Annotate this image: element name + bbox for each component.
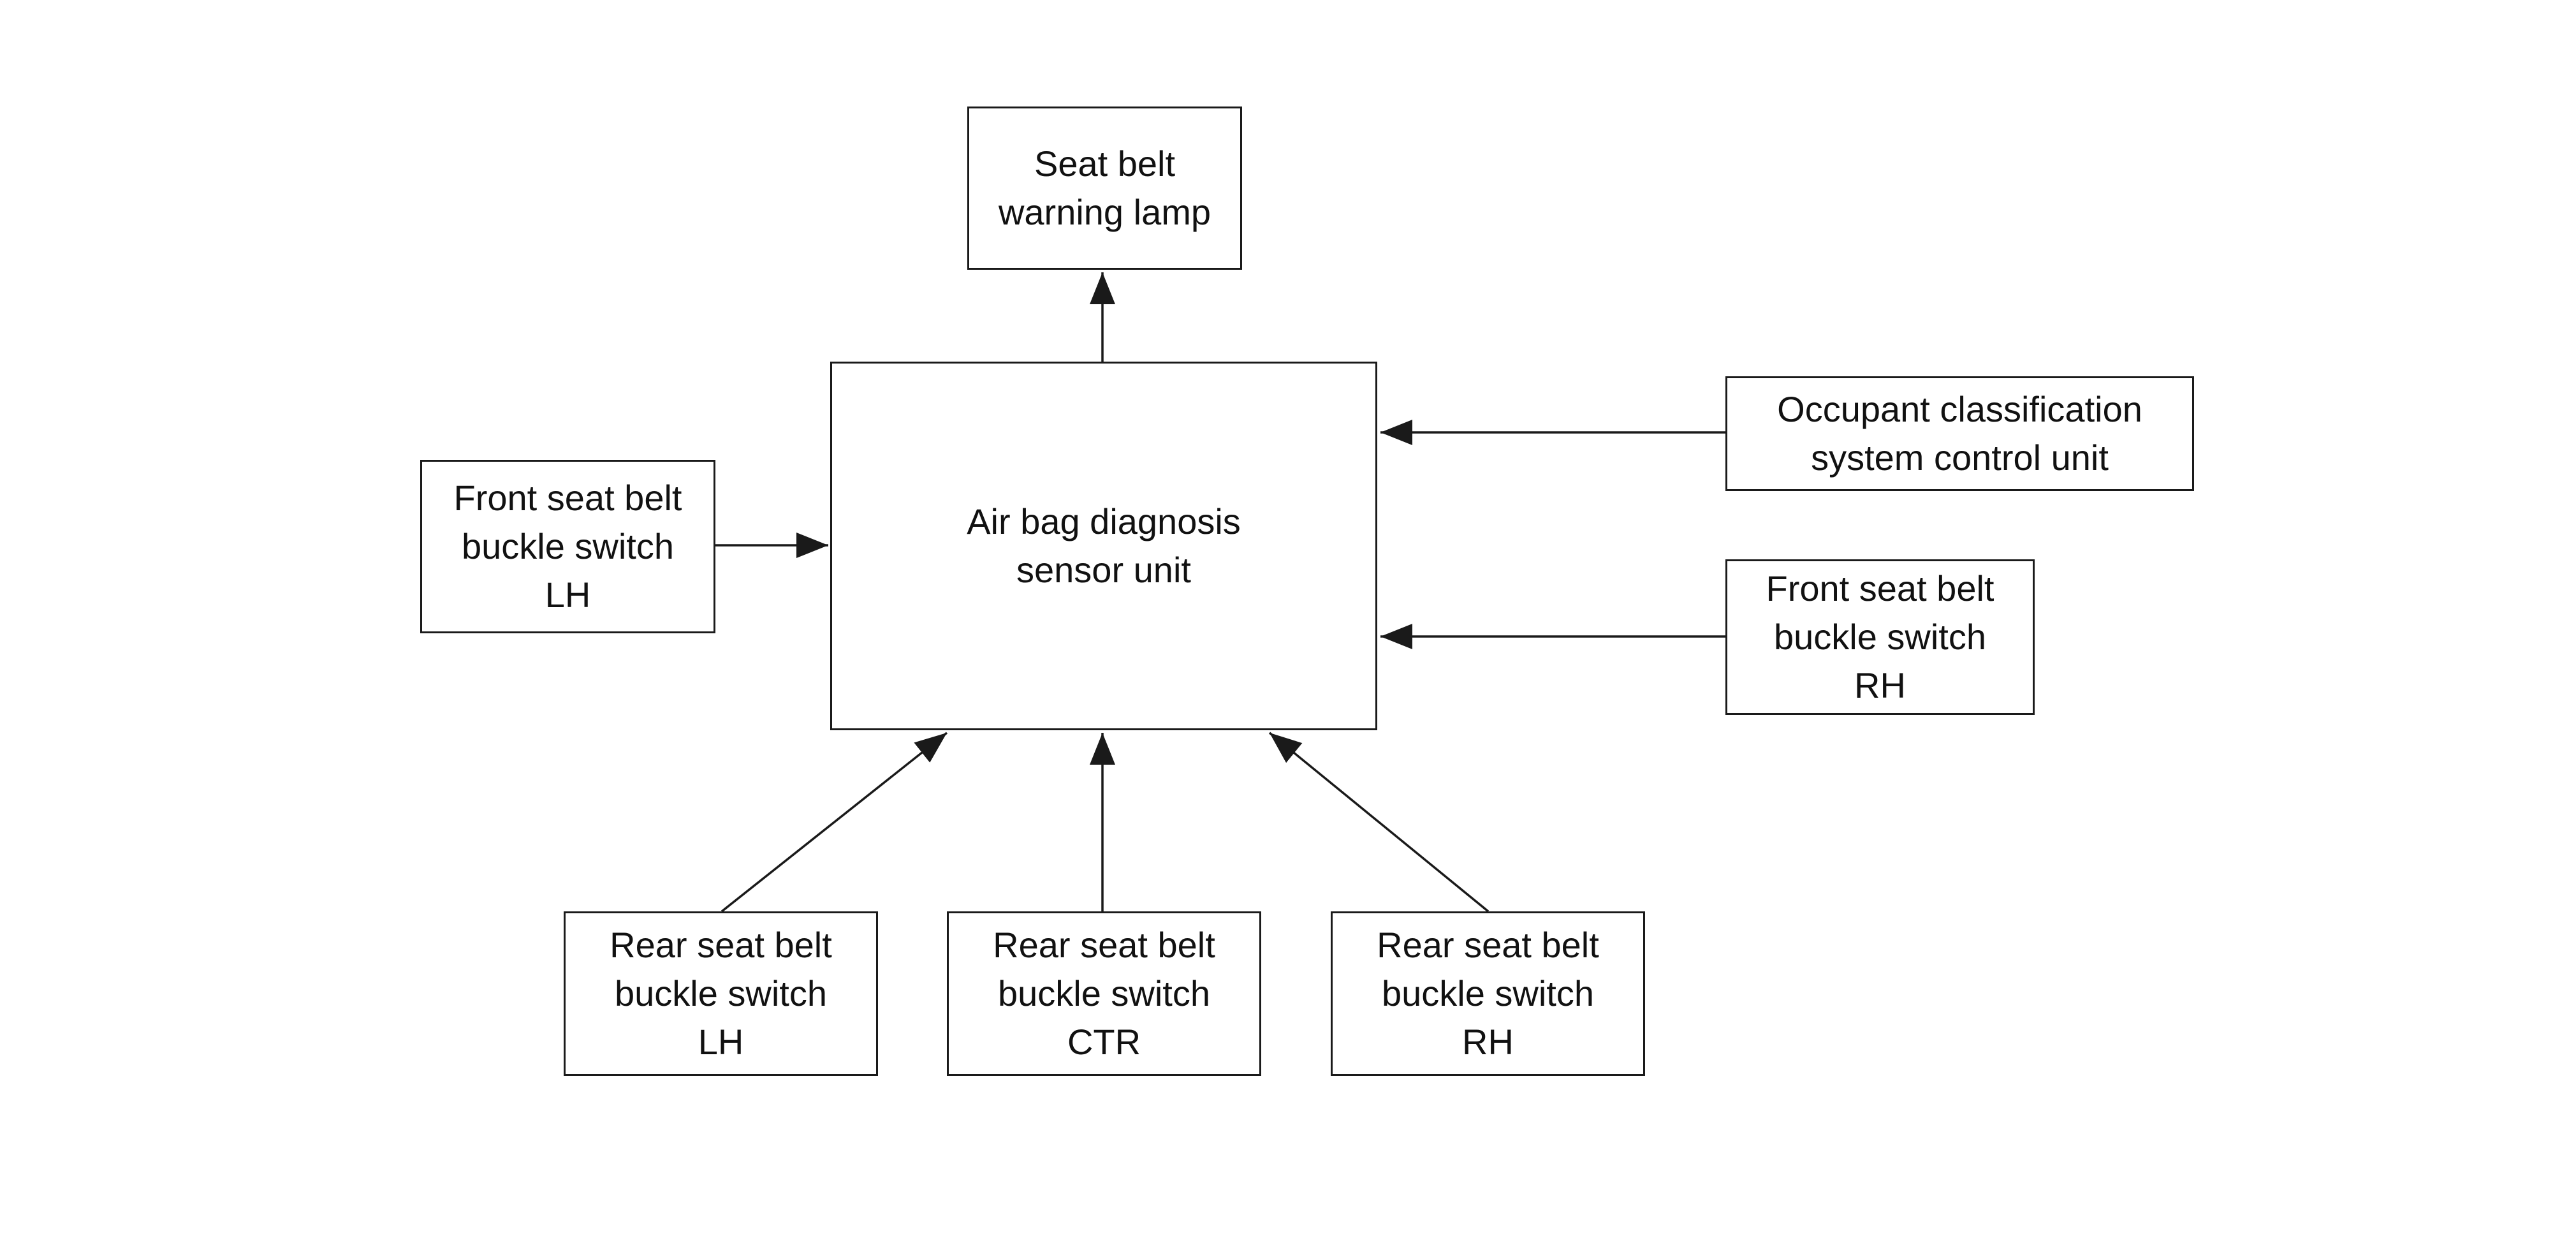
front-lh-line-3: LH bbox=[545, 575, 591, 615]
occupant-classification-line-1: Occupant classification bbox=[1777, 389, 2142, 429]
front-rh-label: Front seat belt buckle switch RH bbox=[1766, 564, 1994, 710]
occupant-classification-box: Occupant classification system control u… bbox=[1725, 376, 2194, 491]
front-rh-line-2: buckle switch bbox=[1773, 617, 1987, 657]
rear-lh-line-2: buckle switch bbox=[614, 973, 827, 1013]
rear-ctr-line-2: buckle switch bbox=[997, 973, 1210, 1013]
front-lh-line-1: Front seat belt bbox=[453, 478, 682, 518]
rear-lh-line-1: Rear seat belt bbox=[610, 925, 832, 965]
front-rh-buckle-switch-box: Front seat belt buckle switch RH bbox=[1725, 559, 2035, 715]
rear-lh-label: Rear seat belt buckle switch LH bbox=[610, 921, 832, 1066]
rear-rh-line-1: Rear seat belt bbox=[1377, 925, 1599, 965]
rear-rh-label: Rear seat belt buckle switch RH bbox=[1377, 921, 1599, 1066]
rear-rh-line-2: buckle switch bbox=[1381, 973, 1594, 1013]
central-unit-line-1: Air bag diagnosis bbox=[967, 501, 1241, 541]
front-rh-line-3: RH bbox=[1854, 665, 1906, 705]
occupant-classification-line-2: system control unit bbox=[1811, 438, 2109, 478]
front-lh-label: Front seat belt buckle switch LH bbox=[454, 474, 682, 619]
rear-ctr-line-1: Rear seat belt bbox=[993, 925, 1215, 965]
rear-lh-line-3: LH bbox=[698, 1022, 744, 1062]
rear-ctr-line-3: CTR bbox=[1067, 1022, 1141, 1062]
rear-rh-buckle-switch-box: Rear seat belt buckle switch RH bbox=[1331, 911, 1645, 1076]
occupant-classification-label: Occupant classification system control u… bbox=[1777, 385, 2142, 482]
arrow-rear-lh-to-central bbox=[721, 732, 948, 913]
central-unit-label: Air bag diagnosis sensor unit bbox=[967, 497, 1241, 594]
warning-lamp-label: Seat belt warning lamp bbox=[999, 140, 1211, 237]
central-unit-line-2: sensor unit bbox=[1016, 550, 1191, 590]
front-lh-buckle-switch-box: Front seat belt buckle switch LH bbox=[420, 460, 715, 633]
warning-lamp-line-1: Seat belt bbox=[1034, 143, 1176, 184]
rear-ctr-buckle-switch-box: Rear seat belt buckle switch CTR bbox=[947, 911, 1261, 1076]
rear-ctr-label: Rear seat belt buckle switch CTR bbox=[993, 921, 1215, 1066]
warning-lamp-line-2: warning lamp bbox=[998, 192, 1211, 232]
arrow-rear-rh-to-central bbox=[1268, 732, 1489, 913]
rear-rh-line-3: RH bbox=[1462, 1022, 1514, 1062]
warning-lamp-box: Seat belt warning lamp bbox=[967, 107, 1242, 270]
front-lh-line-2: buckle switch bbox=[461, 526, 675, 566]
front-rh-line-1: Front seat belt bbox=[1766, 568, 1994, 608]
air-bag-diagnosis-sensor-unit-box: Air bag diagnosis sensor unit bbox=[830, 362, 1377, 730]
rear-lh-buckle-switch-box: Rear seat belt buckle switch LH bbox=[564, 911, 878, 1076]
